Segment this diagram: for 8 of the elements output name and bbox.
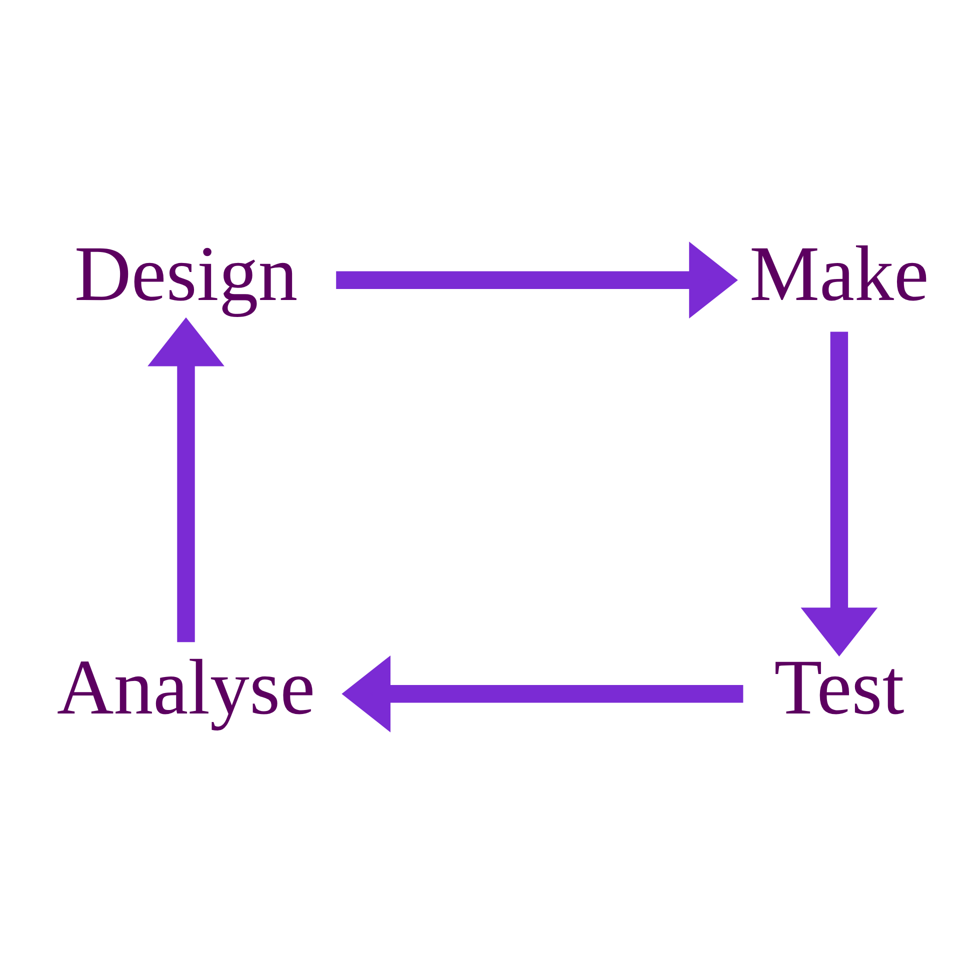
arrow	[342, 655, 744, 732]
arrow	[336, 242, 738, 319]
node-text: Design	[74, 230, 298, 318]
node-text: Analyse	[56, 644, 316, 732]
arrow	[148, 317, 224, 642]
arrow	[800, 332, 878, 656]
node-text: Make	[749, 230, 929, 318]
node-text: Test	[774, 644, 904, 732]
